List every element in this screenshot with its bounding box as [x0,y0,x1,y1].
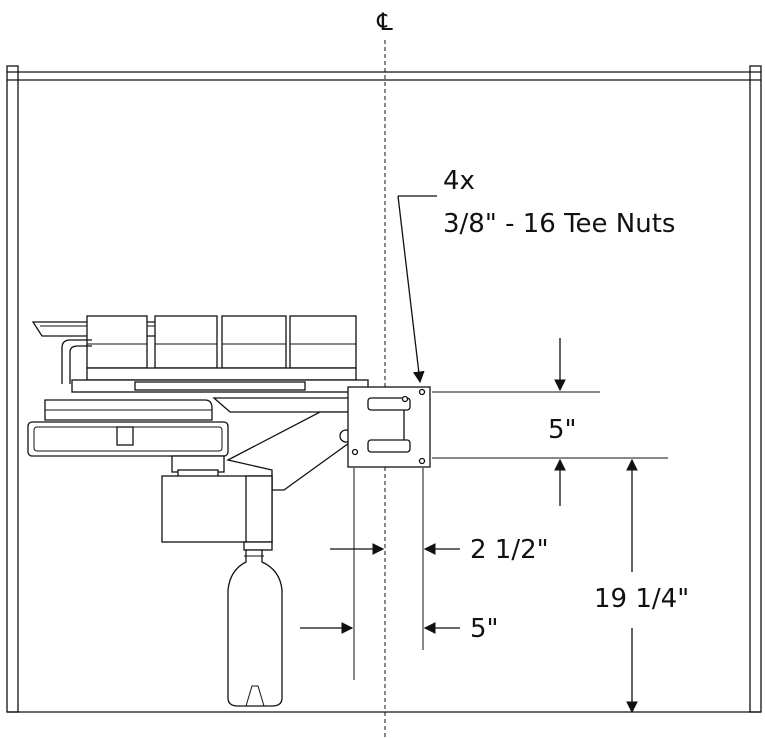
tee-nut-hole [351,448,359,456]
arm [212,397,371,413]
machine-assembly [27,315,431,707]
tee-nut-callout: 4x 3/8" - 16 Tee Nuts [397,166,675,384]
callout-description: 3/8" - 16 Tee Nuts [443,209,675,239]
height-label: 19 1/4" [594,584,689,614]
cup-modules [86,315,357,381]
plate-height-dimension: 5" [432,338,668,506]
plate-height-label: 5" [548,415,577,445]
tee-nut-hole [418,457,426,465]
callout-quantity: 4x [443,166,475,196]
offset-centerline-label: 2 1/2" [470,535,549,565]
bottle [227,549,283,707]
plate-offset-label: 5" [470,614,499,644]
tee-nut-hole [418,388,426,396]
centerline-symbol: ℄ [376,8,393,36]
offset-dimensions: 2 1/2" 5" [300,468,549,680]
height-dimension: 19 1/4" [594,458,689,714]
tee-nut-hole [401,395,409,403]
